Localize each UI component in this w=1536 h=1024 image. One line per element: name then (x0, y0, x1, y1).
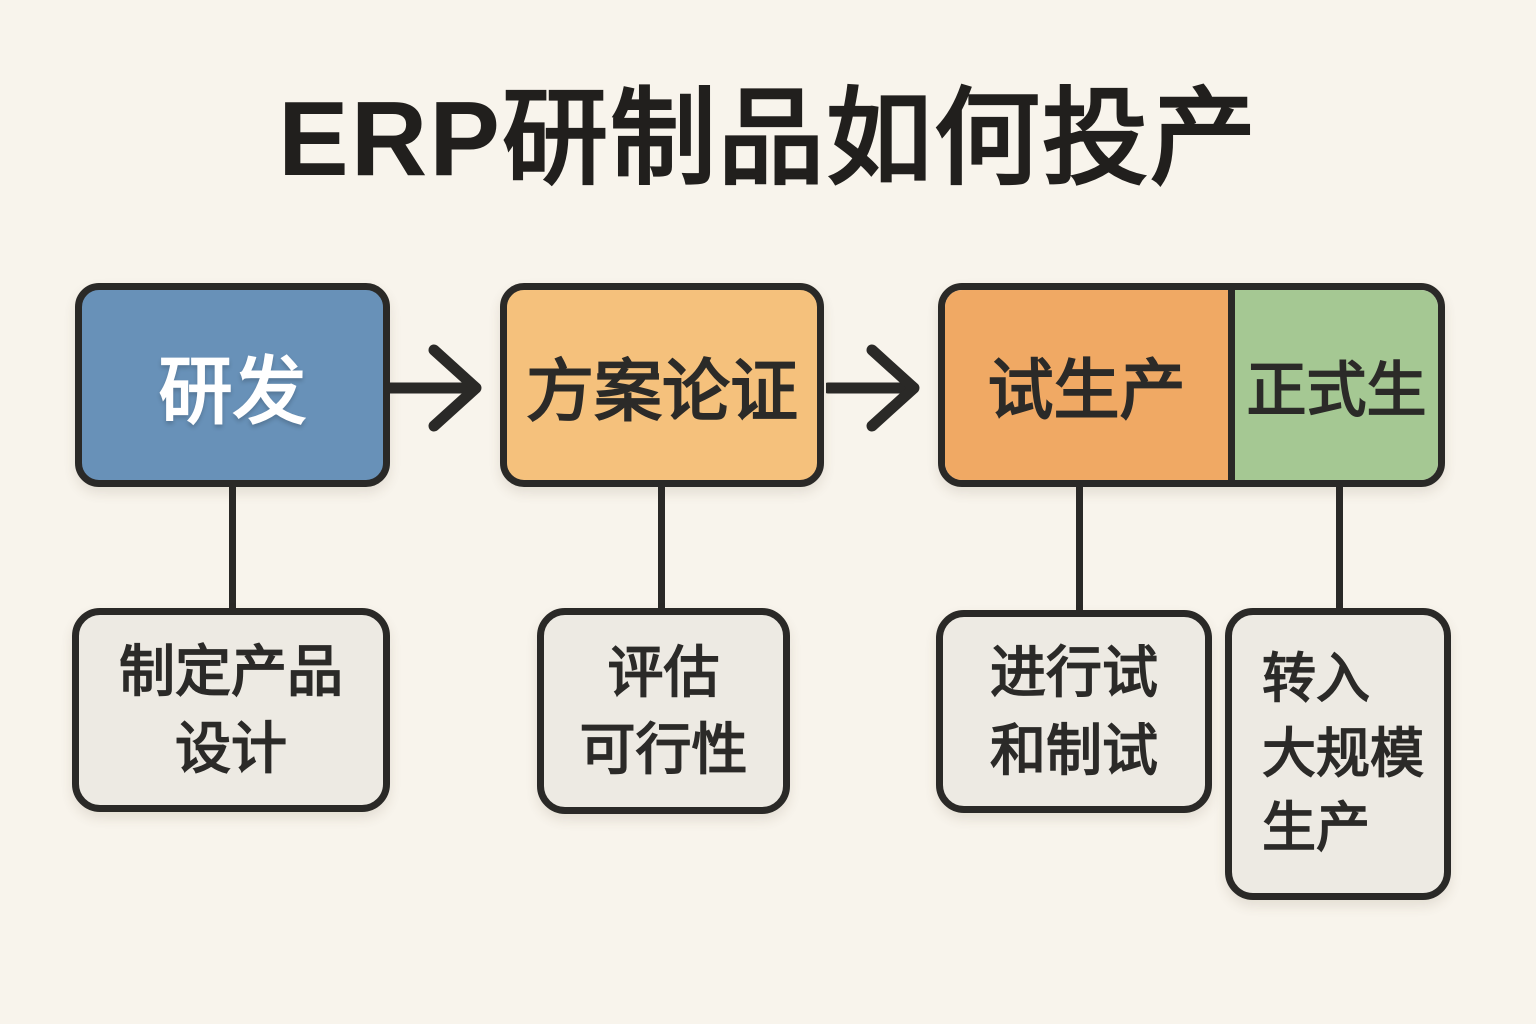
stage-box-trial: 试生产 (945, 290, 1228, 480)
connector-line-rd (229, 485, 236, 612)
stage-box-proposal: 方案论证 (500, 283, 824, 487)
connector-line-proposal (658, 485, 665, 612)
stage-box-rd: 研发 (75, 283, 390, 487)
page-title: ERP研制品如何投产 (278, 80, 1258, 198)
detail-box-official: 转入 大规模 生产 (1225, 608, 1451, 900)
arrow-right-icon (388, 344, 482, 432)
stage-label-rd: 研发 (158, 349, 307, 433)
stage-label-official: 正式生 (1246, 356, 1427, 424)
detail-box-rd: 制定产品 设计 (72, 608, 390, 812)
stage-box-combined: 试生产 正式生 (938, 283, 1445, 487)
detail-text-proposal: 评估 可行性 (579, 640, 748, 781)
connector-line-official (1336, 485, 1343, 612)
stage-box-official: 正式生 (1228, 290, 1438, 480)
arrow-right-icon (826, 344, 920, 432)
detail-box-proposal: 评估 可行性 (537, 608, 790, 814)
stage-label-proposal: 方案论证 (525, 353, 798, 430)
detail-text-rd: 制定产品 设计 (119, 639, 343, 780)
detail-box-trial: 进行试 和制试 (936, 610, 1212, 813)
detail-text-official: 转入 大规模 生产 (1262, 649, 1424, 859)
detail-text-trial: 进行试 和制试 (990, 641, 1158, 782)
stage-label-trial: 试生产 (987, 353, 1186, 427)
connector-line-trial (1076, 485, 1083, 612)
